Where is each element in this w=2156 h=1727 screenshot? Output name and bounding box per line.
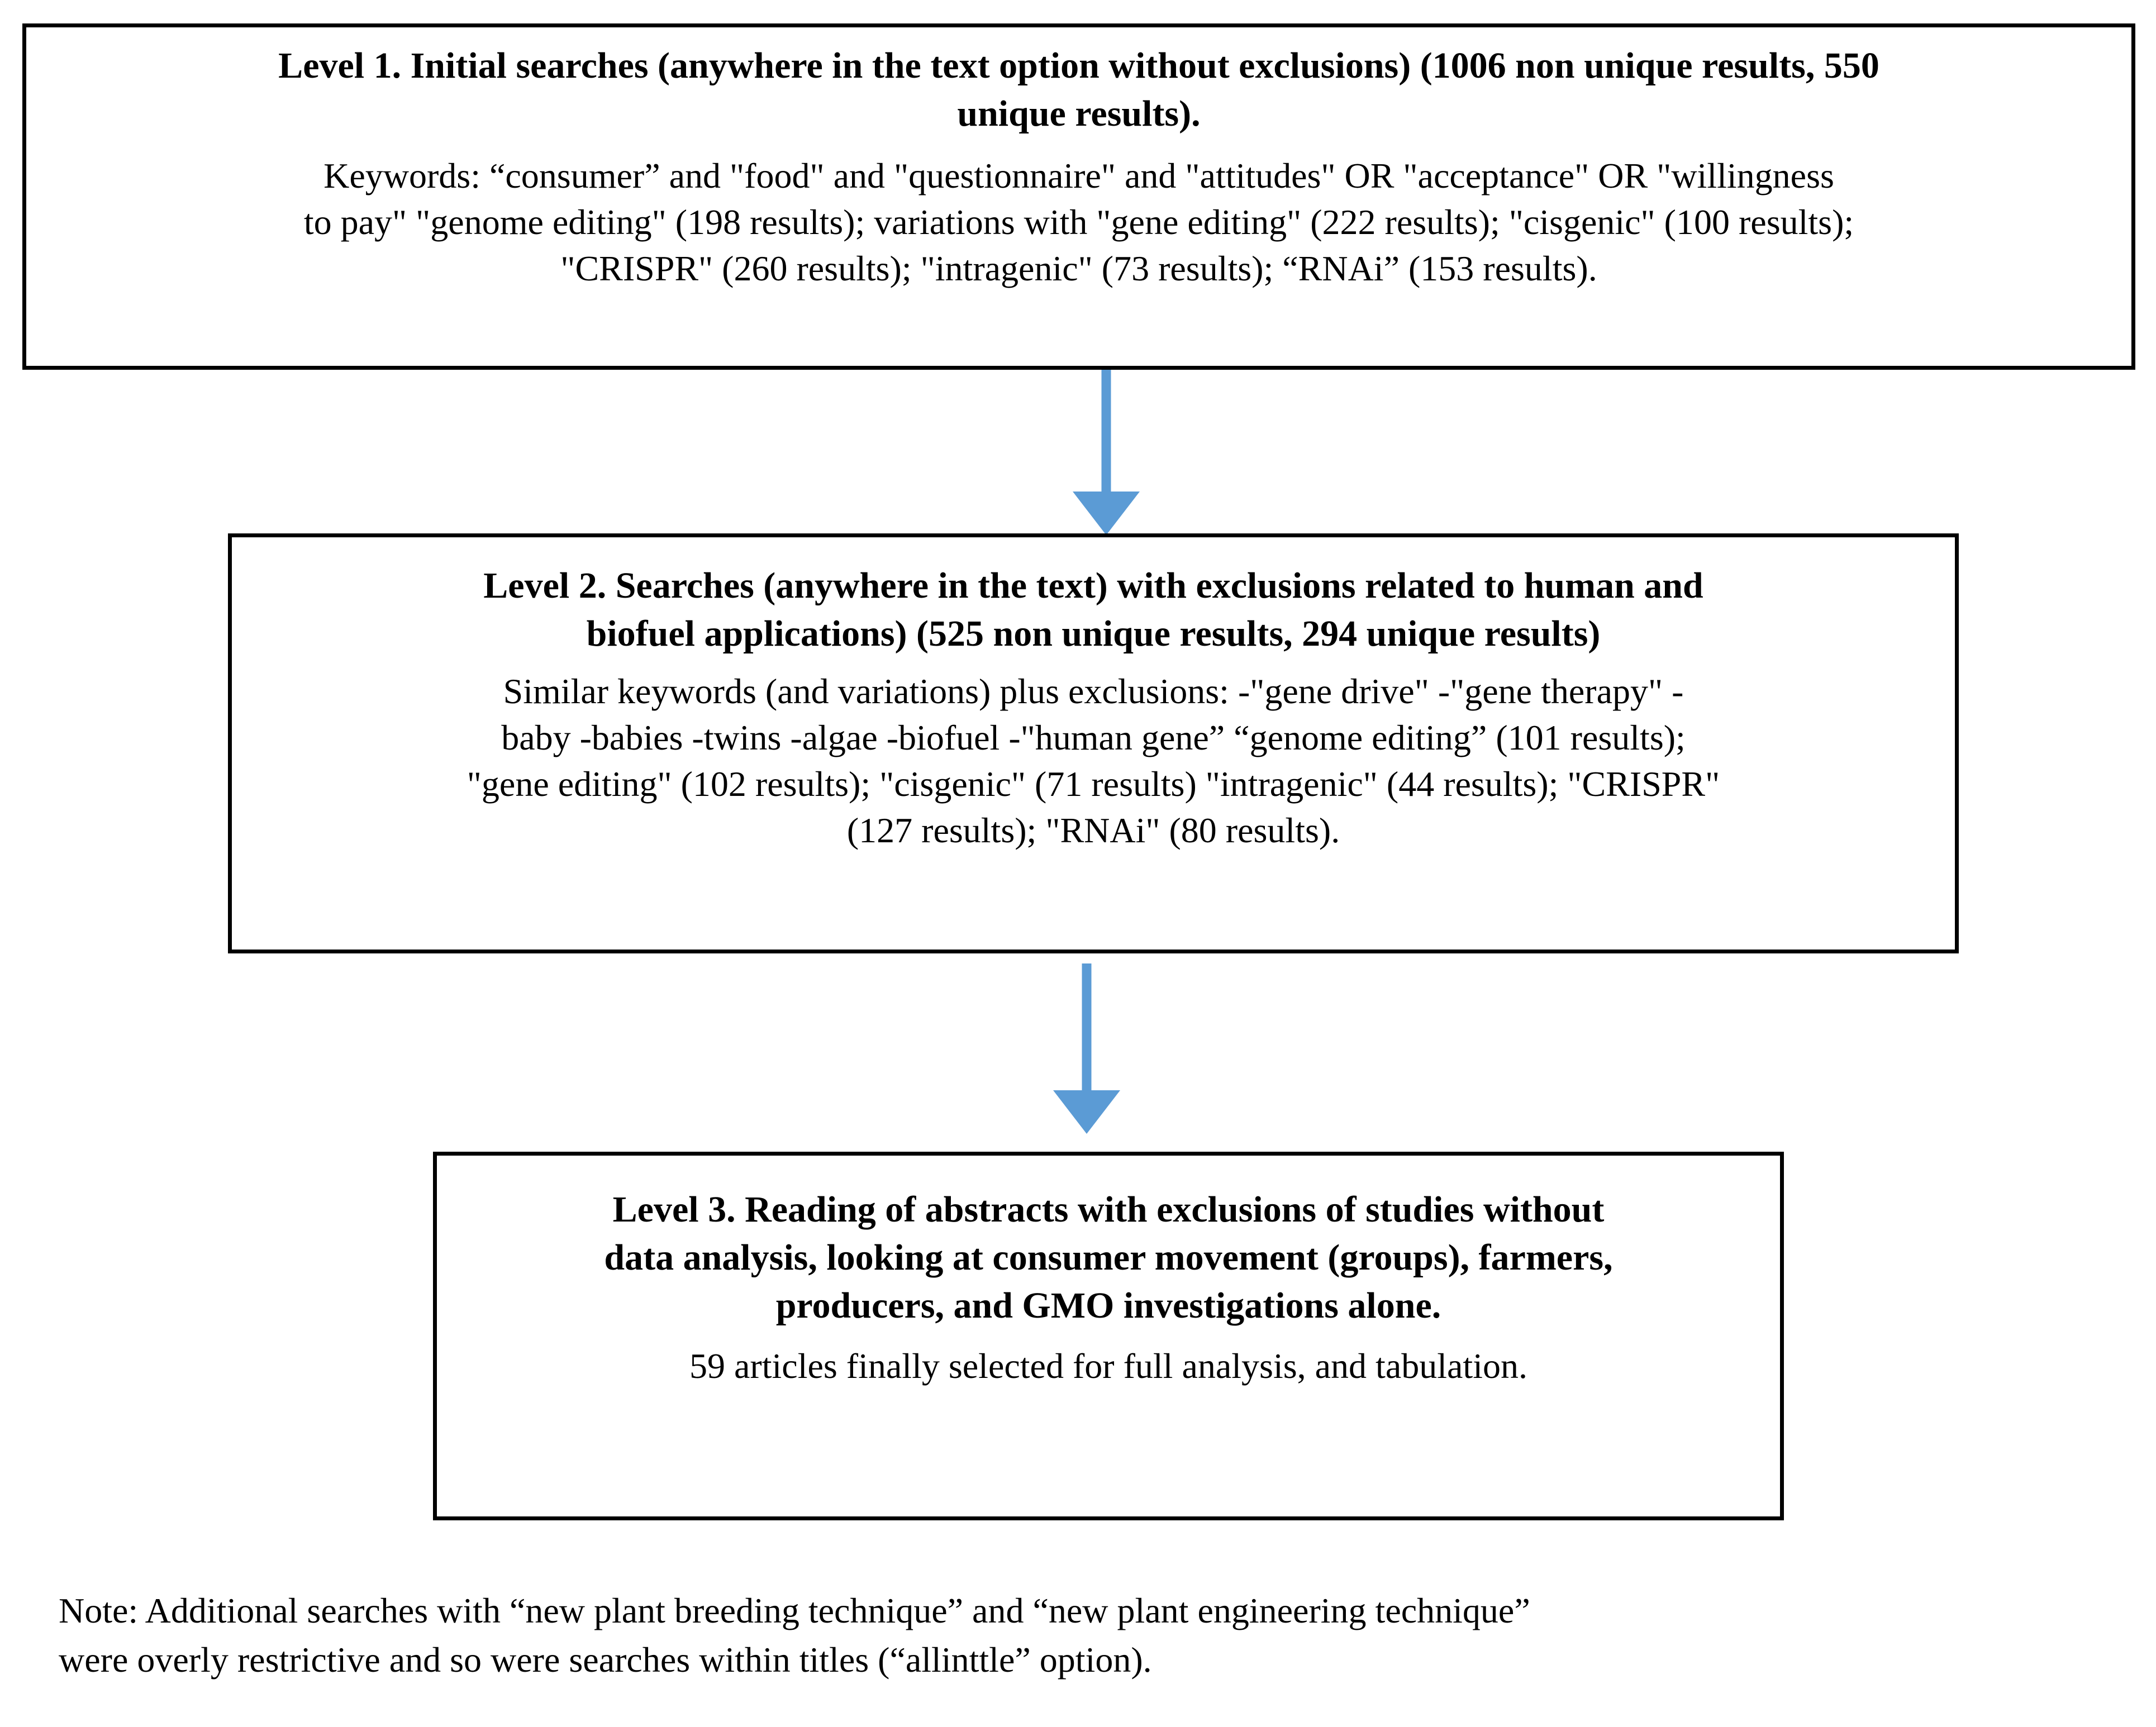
level-2-body: Similar keywords (and variations) plus e…	[232, 668, 1955, 854]
level-1-body-line-1: Keywords: “consumer” and "food" and "que…	[323, 155, 1834, 195]
level-2-body-line-1: Similar keywords (and variations) plus e…	[503, 671, 1684, 711]
level-2-title-line-1: Level 2. Searches (anywhere in the text)…	[483, 565, 1703, 606]
note-line-2: were overly restrictive and so were sear…	[59, 1640, 1152, 1680]
arrow-shaft	[1101, 370, 1111, 493]
level-1-body: Keywords: “consumer” and "food" and "que…	[26, 152, 2131, 292]
level-3-box: Level 3. Reading of abstracts with exclu…	[433, 1152, 1784, 1520]
level-2-body-line-3: "gene editing" (102 results); "cisgenic"…	[467, 764, 1720, 804]
note-line-1: Note: Additional searches with “new plan…	[59, 1591, 1530, 1630]
level-2-title: Level 2. Searches (anywhere in the text)…	[232, 562, 1955, 658]
level-3-title-line-2: data analysis, looking at consumer movem…	[604, 1237, 1613, 1278]
level-2-box: Level 2. Searches (anywhere in the text)…	[228, 533, 1959, 953]
level-1-body-line-2: to pay" "genome editing" (198 results); …	[303, 202, 1854, 242]
level-3-title-line-3: producers, and GMO investigations alone.	[775, 1285, 1441, 1326]
level-1-title: Level 1. Initial searches (anywhere in t…	[26, 42, 2131, 138]
arrow-head	[1073, 492, 1140, 535]
level-3-title: Level 3. Reading of abstracts with exclu…	[437, 1186, 1780, 1329]
arrow-down-icon-level2-to-level3	[1053, 963, 1120, 1134]
level-1-box: Level 1. Initial searches (anywhere in t…	[22, 23, 2135, 370]
arrow-shaft	[1082, 963, 1092, 1091]
level-3-title-line-1: Level 3. Reading of abstracts with exclu…	[612, 1189, 1605, 1230]
arrow-down-icon-level1-to-level2	[1073, 370, 1140, 535]
arrow-head	[1053, 1090, 1120, 1134]
diagram-note: Note: Additional searches with “new plan…	[59, 1586, 1969, 1685]
level-2-body-line-2: baby -babies -twins -algae -biofuel -"hu…	[501, 717, 1686, 757]
level-3-body: 59 articles finally selected for full an…	[437, 1343, 1780, 1389]
level-1-title-line-2: unique results).	[957, 93, 1201, 134]
level-2-title-line-2: biofuel applications) (525 non unique re…	[586, 613, 1601, 654]
level-2-body-line-4: (127 results); "RNAi" (80 results).	[846, 810, 1340, 851]
level-1-body-line-3: "CRISPR" (260 results); "intragenic" (73…	[560, 248, 1597, 288]
level-3-body-line-1: 59 articles finally selected for full an…	[689, 1346, 1527, 1386]
level-1-title-line-1: Level 1. Initial searches (anywhere in t…	[278, 45, 1879, 86]
